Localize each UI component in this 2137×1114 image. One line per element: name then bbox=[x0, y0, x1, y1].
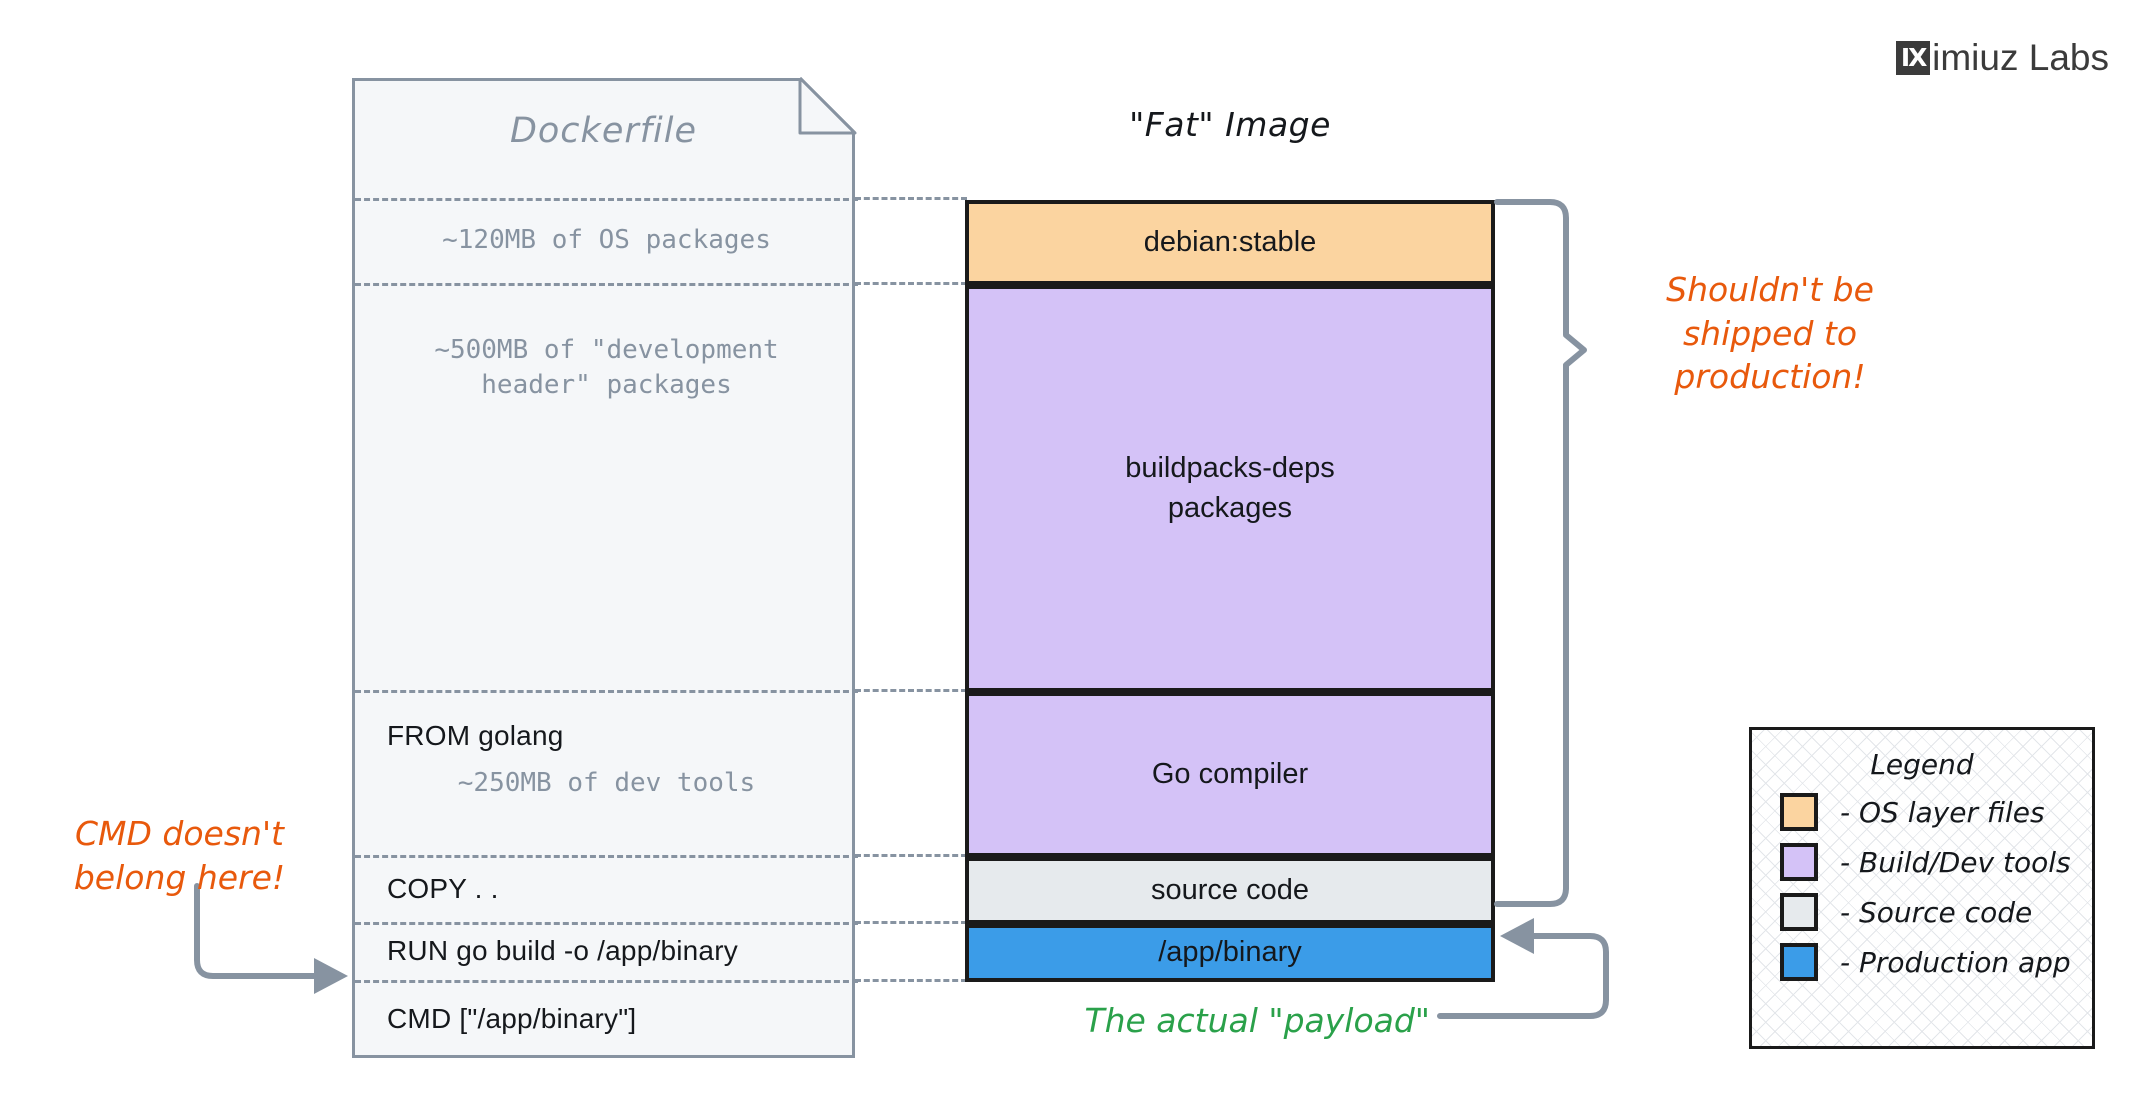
image-layer-label: source code bbox=[1151, 873, 1309, 906]
connector-line bbox=[855, 282, 967, 285]
image-layer-label: Go compiler bbox=[1151, 757, 1309, 790]
image-layer-stack: debian:stable buildpacks-deps packages G… bbox=[965, 200, 1495, 982]
legend-item-source-code: - Source code bbox=[1780, 893, 2092, 931]
dockerfile-command: CMD ["/app/binary"] bbox=[387, 1003, 637, 1034]
brace-shipped-to-production bbox=[1494, 199, 1587, 907]
annotation-cmd-doesnt-belong: CMD doesn't belong here! bbox=[73, 814, 286, 897]
dockerfile-command: FROM golang bbox=[387, 720, 564, 751]
dockerfile-divider bbox=[355, 198, 858, 201]
legend-label: - Source code bbox=[1840, 895, 2033, 929]
legend-label: - Build/Dev tools bbox=[1840, 845, 2071, 879]
arrow-cmd-belongs bbox=[194, 883, 321, 979]
dockerfile-row-cmd: CMD ["/app/binary"] bbox=[355, 980, 858, 1058]
dockerfile-divider bbox=[355, 283, 858, 286]
image-layer-debian: debian:stable bbox=[965, 200, 1495, 285]
connector-line bbox=[855, 197, 967, 200]
image-layer-label: buildpacks-deps packages bbox=[1125, 452, 1335, 524]
image-layer-buildpacks-deps: buildpacks-deps packages bbox=[965, 285, 1495, 692]
iximiuz-mark-icon: IX bbox=[1896, 41, 1931, 75]
dockerfile-document: Dockerfile ~120MB of OS packages ~500MB … bbox=[352, 78, 858, 1058]
dockerfile-title: Dockerfile bbox=[509, 111, 698, 151]
connector-line bbox=[855, 979, 967, 982]
dockerfile-divider bbox=[355, 980, 858, 983]
image-layer-label: /app/binary bbox=[1158, 936, 1302, 969]
dockerfile-row-from-golang: FROM golang ~250MB of dev tools bbox=[355, 690, 858, 855]
annotation-shipped-to-production: Shouldn't be shipped to production! bbox=[1666, 270, 1874, 397]
brand-logo: IX imiuz Labs bbox=[1896, 36, 2109, 80]
legend-item-os-layer-files: - OS layer files bbox=[1780, 793, 2092, 831]
image-layer-go-compiler: Go compiler bbox=[965, 692, 1495, 857]
dockerfile-row-run-build: RUN go build -o /app/binary bbox=[355, 922, 858, 980]
brand-name: imiuz Labs bbox=[1932, 37, 2109, 78]
dockerfile-divider bbox=[355, 690, 858, 693]
dockerfile-row-copy: COPY . . bbox=[355, 855, 858, 922]
legend-swatch-production-app bbox=[1780, 943, 1818, 981]
dockerfile-row-dev-headers: ~500MB of "development header" packages bbox=[355, 283, 858, 690]
dockerfile-command: RUN go build -o /app/binary bbox=[387, 935, 738, 966]
legend-item-build-dev-tools: - Build/Dev tools bbox=[1780, 843, 2092, 881]
dockerfile-note: ~500MB of "development header" packages bbox=[434, 335, 779, 401]
legend-swatch-os-layer bbox=[1780, 793, 1818, 831]
image-layer-source-code: source code bbox=[965, 857, 1495, 924]
fat-image-title: "Fat" Image bbox=[1129, 105, 1331, 144]
dockerfile-note: ~120MB of OS packages bbox=[442, 224, 771, 255]
arrow-cmd-head bbox=[314, 958, 348, 994]
legend-item-production-app: - Production app bbox=[1780, 943, 2092, 981]
connector-line bbox=[855, 854, 967, 857]
connector-line bbox=[855, 921, 967, 924]
dockerfile-note: ~250MB of dev tools bbox=[457, 768, 756, 798]
legend-panel: Legend - OS layer files - Build/Dev tool… bbox=[1749, 727, 2095, 1049]
legend-label: - OS layer files bbox=[1840, 795, 2045, 829]
dockerfile-command: COPY . . bbox=[387, 872, 499, 904]
connector-line bbox=[855, 689, 967, 692]
arrow-payload-head bbox=[1500, 918, 1534, 954]
image-layer-label: debian:stable bbox=[1143, 225, 1317, 258]
legend-label: - Production app bbox=[1840, 945, 2071, 979]
image-layer-app-binary: /app/binary bbox=[965, 924, 1495, 982]
legend-swatch-build-tools bbox=[1780, 843, 1818, 881]
dockerfile-row-os-packages: ~120MB of OS packages bbox=[355, 198, 858, 283]
legend-swatch-source-code bbox=[1780, 893, 1818, 931]
dockerfile-divider bbox=[355, 922, 858, 925]
legend-title: Legend bbox=[1870, 748, 1974, 781]
dockerfile-divider bbox=[355, 855, 858, 858]
annotation-actual-payload: The actual "payload" bbox=[1084, 1001, 1430, 1040]
